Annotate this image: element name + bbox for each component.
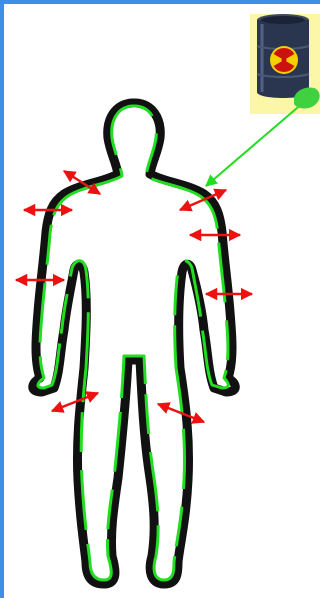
leader-line bbox=[206, 102, 304, 186]
radioactive-barrel-icon bbox=[257, 14, 309, 98]
displacement-arrow-thigh-left bbox=[52, 393, 98, 411]
